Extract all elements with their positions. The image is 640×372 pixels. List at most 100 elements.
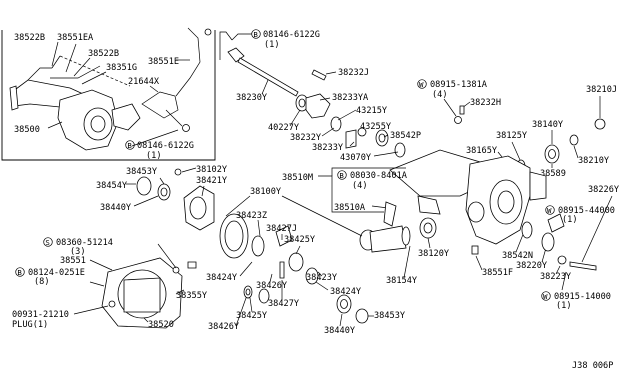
axle-shaft-38230Y [227,47,299,97]
callout-08915-14000: W 08915-14000 (1) [541,271,611,311]
label-08124-0251E: 08124-0251E [28,268,85,278]
label-38542P: 38542P [390,131,421,141]
label-38233YA: 38233YA [332,93,369,103]
label-38454Y: 38454Y [96,181,128,191]
label-38424Y-a: 38424Y [206,273,238,283]
label-08146-6122G-mid-qty: (1) [146,151,162,161]
label-38453Y-b: 38453Y [374,311,406,321]
ring-gear-and-case [183,185,411,285]
label-38425Y-b: 38425Y [236,311,268,321]
label-38426Y-b: 38426Y [208,322,240,332]
label-08146-6122G-mid: 08146-6122G [137,141,194,151]
label-38425Y-a: 38425Y [284,235,316,245]
screw-prefix-S: S [45,238,49,247]
label-38125Y: 38125Y [496,131,528,141]
callout-08146-top: B 08146-6122G (1) [219,29,320,60]
bolt-prefix-B: B [17,268,22,277]
label-08030-8401A: 08030-8401A [350,171,408,181]
label-38355Y: 38355Y [176,291,208,301]
callout-08146-mid: B 08146-6122G (1) [125,140,194,161]
label-38220Y: 38220Y [516,261,548,271]
label-38423Y: 38423Y [306,273,338,283]
label-08915-14000-qty: (1) [556,301,572,311]
bolt-prefix-B: B [339,171,344,180]
label-38423Z: 38423Z [236,211,267,221]
label-21644X: 21644X [128,77,160,87]
label-00931-21210: 00931-21210 [12,310,69,320]
label-38427J: 38427J [266,224,297,234]
label-38230Y: 38230Y [236,93,268,103]
label-08146-6122G-top-qty: (1) [264,40,280,50]
label-38232J: 38232J [338,68,369,78]
label-38551EA: 38551EA [57,33,94,43]
label-40227Y: 40227Y [268,123,300,133]
label-38510M: 38510M [282,173,313,183]
callout-08915-44000: W 08915-44000 (1) [545,205,615,225]
lower-center-parts [243,285,369,324]
label-38510A: 38510A [334,203,366,213]
label-38551F: 38551F [482,268,513,278]
washer-prefix-W: W [547,206,552,215]
label-38120Y: 38120Y [418,249,450,259]
label-38140Y: 38140Y [532,120,564,130]
label-38232H: 38232H [470,98,501,108]
label-38210J: 38210J [586,85,617,95]
label-38232Y: 38232Y [290,133,322,143]
label-43070Y: 43070Y [340,153,372,163]
label-08915-44000-qty: (1) [562,215,578,225]
label-08146-6122G-top: 08146-6122G [263,30,320,40]
washer-prefix-W: W [419,80,424,89]
label-08124-0251E-qty: (8) [34,277,50,287]
label-08360-51214-qty: (3) [70,247,86,257]
bearing-cluster-top [295,93,406,158]
label-08915-44000: 08915-44000 [558,206,615,216]
label-38426Y-a: 38426Y [256,281,288,291]
bolt-prefix-B: B [127,141,132,150]
label-38440Y-b: 38440Y [324,326,356,336]
washer-prefix-W: W [543,292,548,301]
label-38210Y: 38210Y [578,156,610,166]
label-38440Y-top: 38440Y [100,203,132,213]
label-38542N: 38542N [502,251,533,261]
label-38100Y: 38100Y [250,187,282,197]
label-plug: PLUG(1) [12,320,48,330]
label-08915-1381A-qty: (4) [432,90,448,100]
label-08915-14000: 08915-14000 [554,292,611,302]
pinion-parts-upper-left [136,176,171,201]
label-38520: 38520 [148,320,174,330]
callout-08915-1381A: W 08915-1381A (4) [417,79,488,124]
bolt-38232J [311,69,327,81]
callout-08360-51214: S 08360-51214 (3) [43,237,177,269]
label-38421Y: 38421Y [196,176,228,186]
label-38424Y-b: 38424Y [330,287,362,297]
label-38522B-b: 38522B [88,49,119,59]
label-38233Y: 38233Y [312,143,344,153]
label-38223Y: 38223Y [540,272,572,282]
callout-08030-8401A: B 08030-8401A (4) [337,170,408,191]
label-38351G: 38351G [106,63,137,73]
label-08030-8401A-qty: (4) [352,181,368,191]
diagram-id: J38 006P [572,361,613,371]
label-38154Y: 38154Y [386,276,418,286]
inset-frame [1,30,216,161]
label-43215Y: 43215Y [356,106,388,116]
label-38551E: 38551E [148,57,179,67]
label-43255Y: 43255Y [360,122,392,132]
label-38589: 38589 [540,169,566,179]
label-38102Y: 38102Y [196,165,228,175]
label-38427Y: 38427Y [268,299,300,309]
differential-carrier [389,149,565,245]
callout-08124-0251E: B 08124-0251E (8) [15,267,105,287]
label-38165Y: 38165Y [466,146,498,156]
label-38551: 38551 [60,256,86,266]
label-38500: 38500 [14,125,40,135]
label-08915-1381A: 08915-1381A [430,80,488,90]
axle-housing-inset [9,27,212,151]
bolt-prefix-B: B [253,30,258,39]
label-38453Y-top: 38453Y [126,167,158,177]
label-38226Y: 38226Y [588,185,620,195]
label-38522B-a: 38522B [14,33,45,43]
label-08360-51214: 08360-51214 [56,238,113,248]
